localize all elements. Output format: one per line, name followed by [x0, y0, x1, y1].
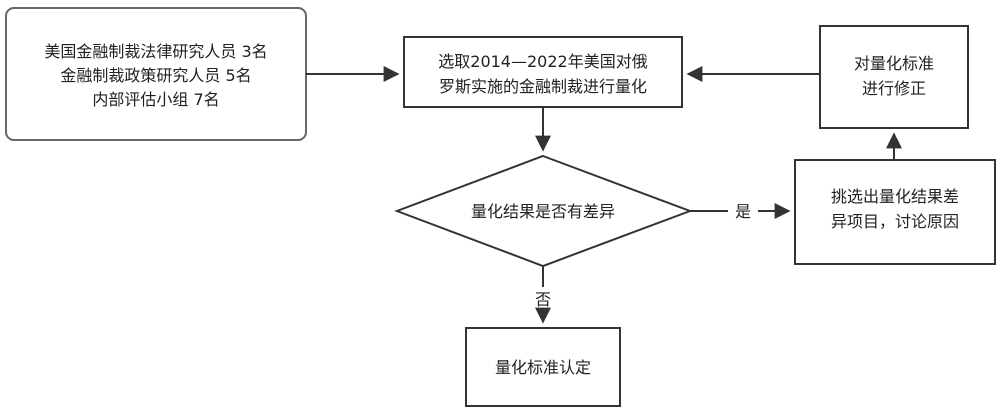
- participants-line-1: 美国金融制裁法律研究人员 3名: [44, 42, 267, 61]
- pick-out-line-2: 异项目，讨论原因: [831, 212, 959, 231]
- pick-out-box: [794, 159, 996, 265]
- confirm-node: 量化标准认定: [465, 327, 621, 407]
- decision-label: 量化结果是否有差异: [471, 202, 615, 221]
- quantify-line-2: 罗斯实施的金融制裁进行量化: [439, 77, 647, 96]
- decision-node: 量化结果是否有差异: [394, 154, 693, 268]
- revise-line-1: 对量化标准: [854, 54, 934, 73]
- pick-out-node: 挑选出量化结果差 异项目，讨论原因: [794, 159, 996, 265]
- revise-line-2: 进行修正: [862, 79, 926, 98]
- quantify-line-1: 选取2014—2022年美国对俄: [438, 52, 647, 71]
- participants-node: 美国金融制裁法律研究人员 3名 金融制裁政策研究人员 5名 内部评估小组 7名: [5, 7, 307, 141]
- quantify-node: 选取2014—2022年美国对俄 罗斯实施的金融制裁进行量化: [403, 36, 683, 108]
- confirm-box: [465, 327, 621, 407]
- revise-box: [819, 25, 969, 129]
- quantify-box: [403, 36, 683, 108]
- yes-label: 是: [735, 202, 751, 221]
- revise-node: 对量化标准 进行修正: [819, 25, 969, 129]
- participants-line-3: 内部评估小组 7名: [92, 90, 219, 109]
- confirm-label: 量化标准认定: [495, 358, 591, 377]
- participants-line-2: 金融制裁政策研究人员 5名: [60, 66, 251, 85]
- pick-out-line-1: 挑选出量化结果差: [831, 187, 959, 206]
- no-label: 否: [535, 290, 551, 309]
